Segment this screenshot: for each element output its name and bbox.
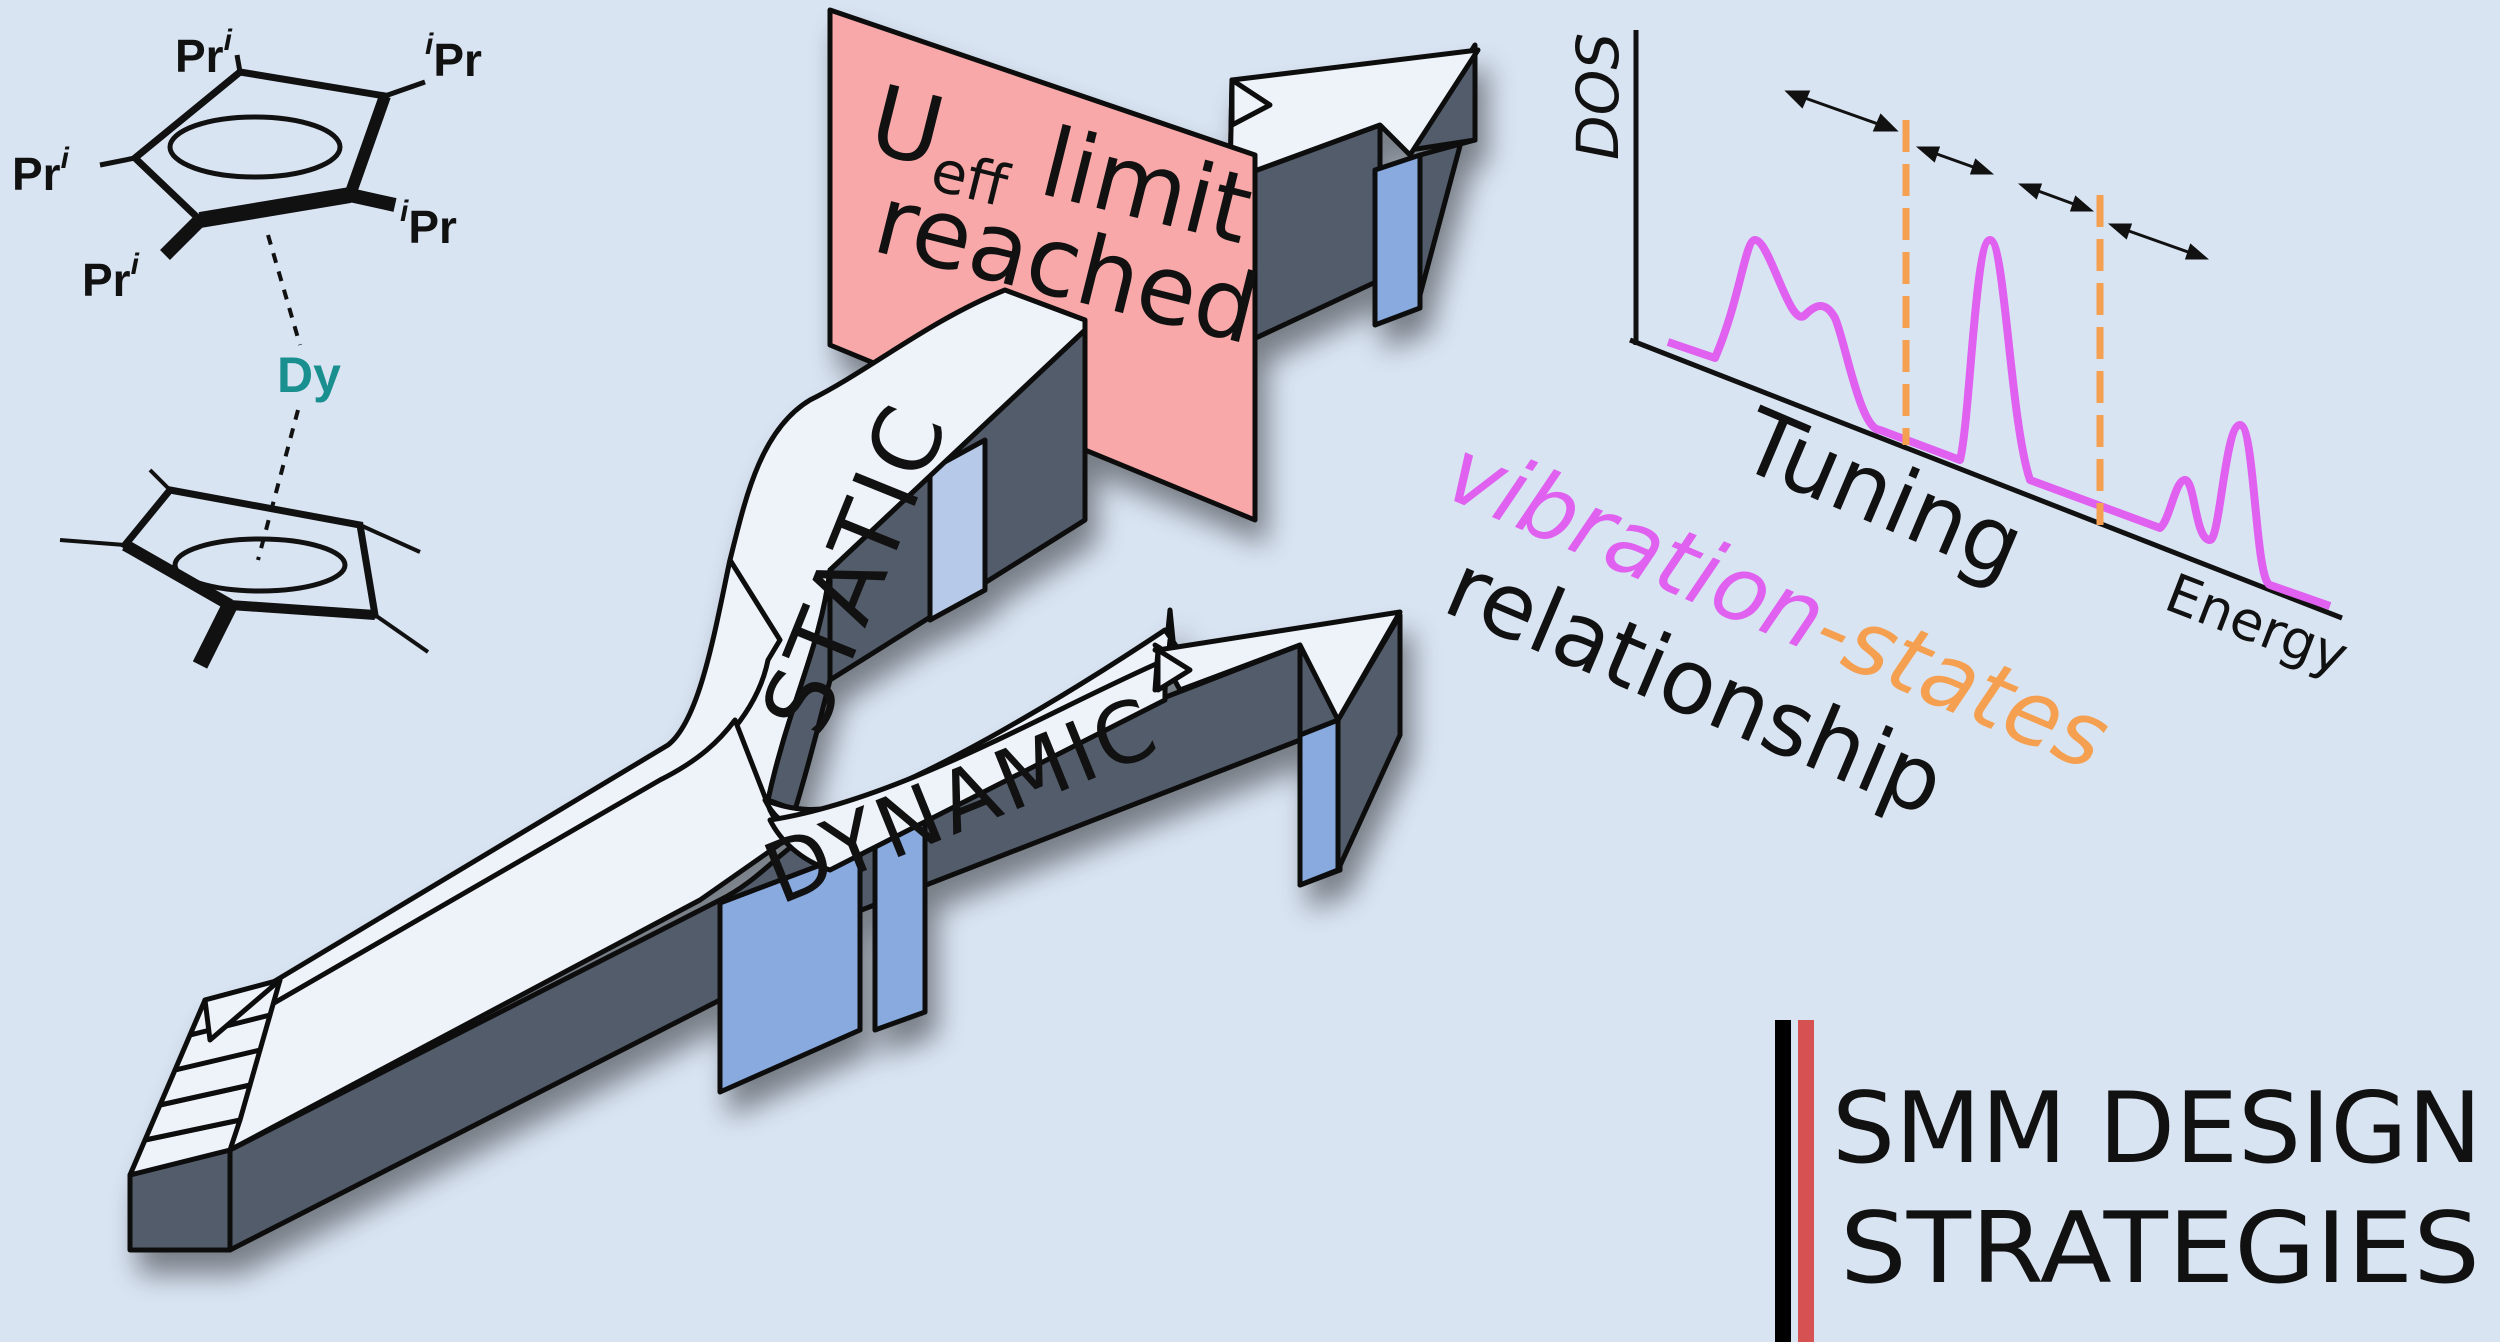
dos-x-axis [1629, 337, 2343, 621]
pathway-diagram [127, 7, 1481, 1253]
dos-plot: DOS Energy [1564, 30, 2356, 688]
static-path [714, 287, 1088, 813]
dos-x-axis-label: Energy [2157, 561, 2356, 688]
stairs [127, 977, 283, 1253]
bottom-cp-ring [59, 468, 430, 669]
label-pr-bottomleft: Pri [82, 248, 140, 306]
dos-spectrum [1666, 236, 2332, 610]
dynamic-arrow [1152, 609, 1403, 888]
tuning-arrows [1784, 90, 2210, 260]
main-staircase-path [127, 557, 1303, 1253]
metal-label: Dy [277, 347, 341, 403]
substituent-labels: Pri iPr Pri iPr Pri Dy [12, 24, 482, 403]
static-upper-arrow [1227, 42, 1481, 353]
title-line1: SMM DESIGN [1832, 1072, 2482, 1186]
dysprosocenium-molecule [59, 54, 430, 669]
dos-y-axis-label: DOS [1564, 33, 1632, 160]
label-pr-right: iPr [400, 195, 457, 253]
label-pr-topright: iPr [425, 28, 482, 86]
bottom-bond [256, 409, 300, 561]
title-block: SMM DESIGN STRATEGIES [1775, 1020, 2482, 1342]
label-pr-top: Pri [175, 24, 233, 82]
title-line2: STRATEGIES [1840, 1192, 2480, 1306]
ueff-barrier [827, 7, 1258, 523]
label-pr-left: Pri [12, 142, 70, 200]
top-bond [266, 234, 302, 346]
top-cp-ring [99, 54, 426, 260]
